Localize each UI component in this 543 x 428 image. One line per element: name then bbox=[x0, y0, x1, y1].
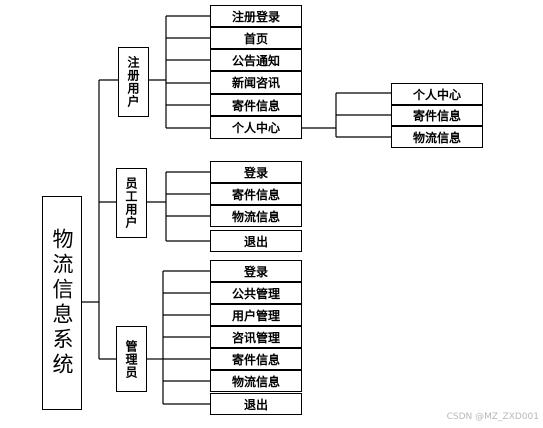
leaf-node: 公告通知 bbox=[210, 49, 302, 71]
leaf-node: 物流信息 bbox=[210, 370, 302, 392]
leaf-node: 寄件信息 bbox=[210, 348, 302, 370]
watermark: CSDN @MZ_ZXD001 bbox=[446, 412, 539, 422]
leaf-node: 咨讯管理 bbox=[210, 326, 302, 348]
leaf-node: 寄件信息 bbox=[210, 94, 302, 116]
branch-employee-user: 员工用户 bbox=[116, 168, 147, 238]
leaf-node: 物流信息 bbox=[210, 205, 302, 227]
leaf-node: 个人中心 bbox=[210, 116, 302, 139]
leaf-node: 注册登录 bbox=[210, 5, 302, 27]
branch-registered-user: 注册用户 bbox=[118, 47, 149, 117]
leaf-node: 用户管理 bbox=[210, 304, 302, 326]
leaf-node: 登录 bbox=[210, 161, 302, 183]
leaf-node: 新闻咨讯 bbox=[210, 71, 302, 94]
leaf-node: 登录 bbox=[210, 260, 302, 282]
root-node: 物流信息系统 bbox=[42, 196, 82, 410]
leaf-node: 退出 bbox=[210, 393, 302, 415]
leaf-node: 首页 bbox=[210, 27, 302, 49]
branch-admin: 管理员 bbox=[116, 326, 147, 392]
leaf-node: 退出 bbox=[210, 230, 302, 252]
sub-leaf-node: 物流信息 bbox=[391, 126, 483, 148]
leaf-node: 寄件信息 bbox=[210, 183, 302, 205]
sub-leaf-node: 个人中心 bbox=[391, 83, 483, 105]
sub-leaf-node: 寄件信息 bbox=[391, 105, 483, 126]
leaf-node: 公共管理 bbox=[210, 282, 302, 304]
